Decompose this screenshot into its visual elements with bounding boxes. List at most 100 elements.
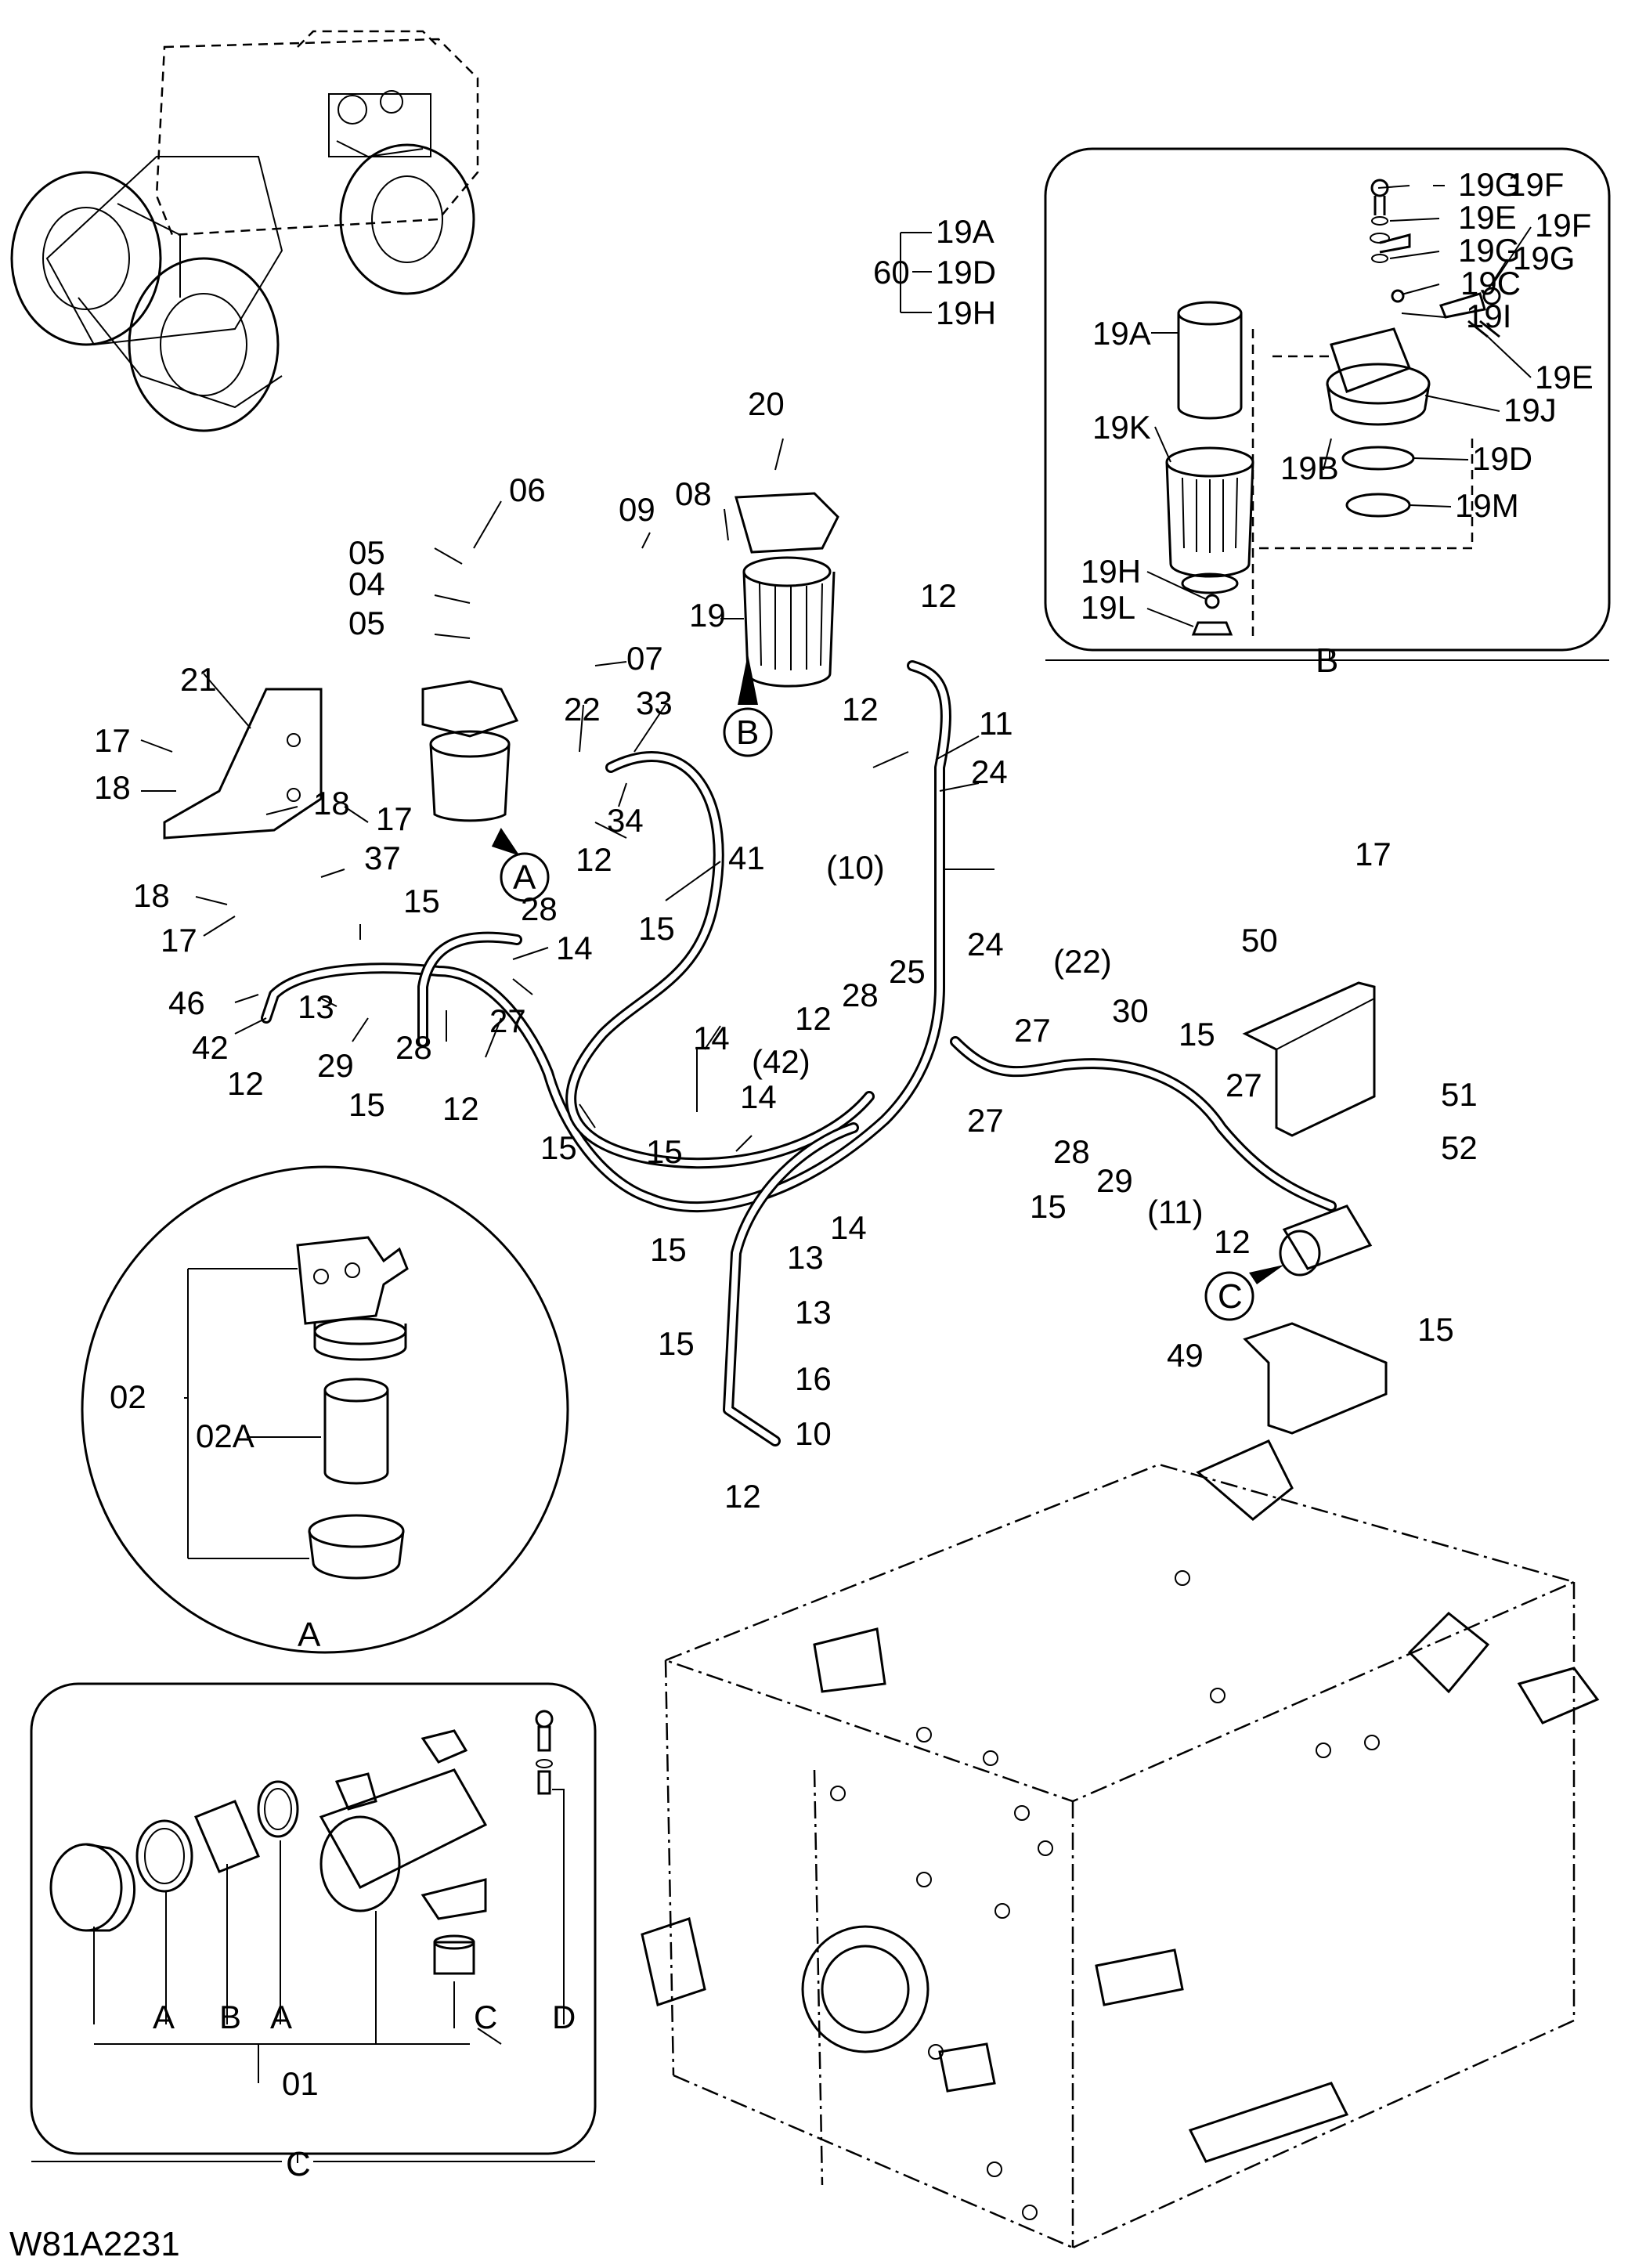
part-label: 15 xyxy=(540,1129,577,1166)
detail-b-label: 19F xyxy=(1535,207,1591,244)
part-label: 42 xyxy=(192,1029,229,1066)
callout-a: A xyxy=(513,858,536,897)
part-label: 14 xyxy=(693,1020,730,1056)
part-label: 04 xyxy=(348,565,385,602)
detail-b-label: 19A xyxy=(1092,315,1151,352)
detail-b-label: 19G xyxy=(1458,166,1520,203)
part-label: 12 xyxy=(576,841,612,878)
detail-b-label: 19K xyxy=(1092,409,1151,446)
part-label: 17 xyxy=(1355,836,1392,872)
part-label: 05 xyxy=(348,605,385,641)
part-label: 20 xyxy=(748,385,785,422)
detail-view-c: A B A C D 01 C xyxy=(30,1682,597,2183)
part-label: 15 xyxy=(1030,1188,1067,1225)
detail-a-tree-child: 02A xyxy=(196,1418,254,1454)
part-label: 15 xyxy=(650,1231,687,1268)
part-label: 12 xyxy=(724,1478,761,1515)
part-label: 12 xyxy=(1214,1223,1251,1260)
part-label: 15 xyxy=(1417,1311,1454,1348)
detail-c-letter: C xyxy=(474,1999,497,2035)
part-label: 08 xyxy=(675,475,712,512)
detail-b-label: 19J xyxy=(1503,392,1557,428)
part-label: 18 xyxy=(133,877,170,914)
detail-c-letter: D xyxy=(552,1999,576,2035)
detail-c-letter: A xyxy=(153,1999,175,2035)
detail-c-letter: A xyxy=(270,1999,292,2035)
detail-b-label: 19I xyxy=(1466,298,1511,334)
part-label: 12 xyxy=(842,691,879,728)
detail-c-letter: B xyxy=(219,1999,241,2035)
detail-b-label: 19C xyxy=(1460,265,1521,302)
detail-view-b: 19G 19F 19E 19G 19F 19C 19G 19I 19E 19A … xyxy=(1044,147,1611,680)
part-label: 27 xyxy=(1225,1067,1262,1103)
callout-c: C xyxy=(1218,1277,1243,1316)
part-labels: 20 08 09 06 05 04 05 19 12 07 21 17 18 1… xyxy=(94,385,1478,1515)
callout-b: B xyxy=(736,713,759,752)
part-label: 12 xyxy=(920,577,957,614)
part-label: 14 xyxy=(830,1209,867,1246)
part-label: 51 xyxy=(1441,1076,1478,1113)
detail-b-label: 19F xyxy=(1507,166,1564,203)
part-label: 06 xyxy=(509,471,546,508)
part-label: 28 xyxy=(521,890,558,927)
part-label: 50 xyxy=(1241,922,1278,959)
detail-b-label: 19L xyxy=(1081,589,1135,626)
fuel-tank-illustration xyxy=(641,1439,1600,2249)
part-label: 15 xyxy=(348,1086,385,1123)
part-label: 18 xyxy=(94,769,131,806)
callouts: A B C xyxy=(491,654,1284,1321)
part-label: 15 xyxy=(646,1133,683,1170)
part-label: 22 xyxy=(564,691,601,728)
detail-b-label: 19G xyxy=(1458,232,1520,269)
part-label: 13 xyxy=(787,1239,824,1276)
part-label: 14 xyxy=(556,930,593,966)
part-label: 46 xyxy=(168,984,205,1021)
part-label: 17 xyxy=(161,922,197,959)
group-parent-label: 60 xyxy=(873,254,910,291)
part-label: 10 xyxy=(795,1415,832,1452)
detail-view-title: C xyxy=(286,2145,311,2183)
part-label: 41 xyxy=(728,840,765,876)
part-label: 37 xyxy=(364,840,401,876)
part-label: 34 xyxy=(607,802,644,839)
part-label: (22) xyxy=(1053,943,1112,980)
part-label: 11 xyxy=(979,705,1013,742)
detail-b-label: 19D xyxy=(1472,440,1532,477)
part-label: 24 xyxy=(971,753,1008,790)
part-label: 33 xyxy=(636,684,673,721)
part-label: 27 xyxy=(489,1002,526,1039)
part-label: 18 xyxy=(313,785,350,822)
part-label: 17 xyxy=(376,800,413,837)
part-label: 30 xyxy=(1112,992,1149,1029)
group-child-label: 19H xyxy=(936,294,996,331)
part-label: 28 xyxy=(395,1029,432,1066)
group-tree: 60 19A 19D 19H xyxy=(873,213,996,331)
part-label: 12 xyxy=(227,1065,264,1102)
part-label: 13 xyxy=(795,1294,832,1331)
detail-b-label: 19E xyxy=(1458,199,1517,236)
part-label: 28 xyxy=(1053,1133,1090,1170)
part-label: 15 xyxy=(638,910,675,947)
part-label: 21 xyxy=(180,661,217,698)
part-label: 27 xyxy=(1014,1012,1051,1049)
part-label: 19 xyxy=(689,597,726,634)
detail-a-tree-root: 02 xyxy=(110,1378,146,1415)
detail-view-title: B xyxy=(1316,641,1338,680)
part-label: 17 xyxy=(94,722,131,759)
group-child-label: 19D xyxy=(936,254,996,291)
group-child-label: 19A xyxy=(936,213,994,250)
part-label: 16 xyxy=(795,1360,832,1397)
leader-lines xyxy=(140,438,994,1152)
part-label: 24 xyxy=(967,926,1004,962)
detail-c-tree-root: 01 xyxy=(282,2065,319,2102)
detail-b-label: 19B xyxy=(1280,450,1339,486)
part-label: 49 xyxy=(1167,1337,1204,1374)
part-label: 15 xyxy=(403,883,440,919)
machine-overview-illustration xyxy=(10,30,479,432)
detail-b-label: 19H xyxy=(1081,553,1141,590)
part-label: 09 xyxy=(619,491,655,528)
part-label: 29 xyxy=(317,1047,354,1084)
part-label: 12 xyxy=(442,1090,479,1127)
part-label: (11) xyxy=(1147,1194,1204,1230)
